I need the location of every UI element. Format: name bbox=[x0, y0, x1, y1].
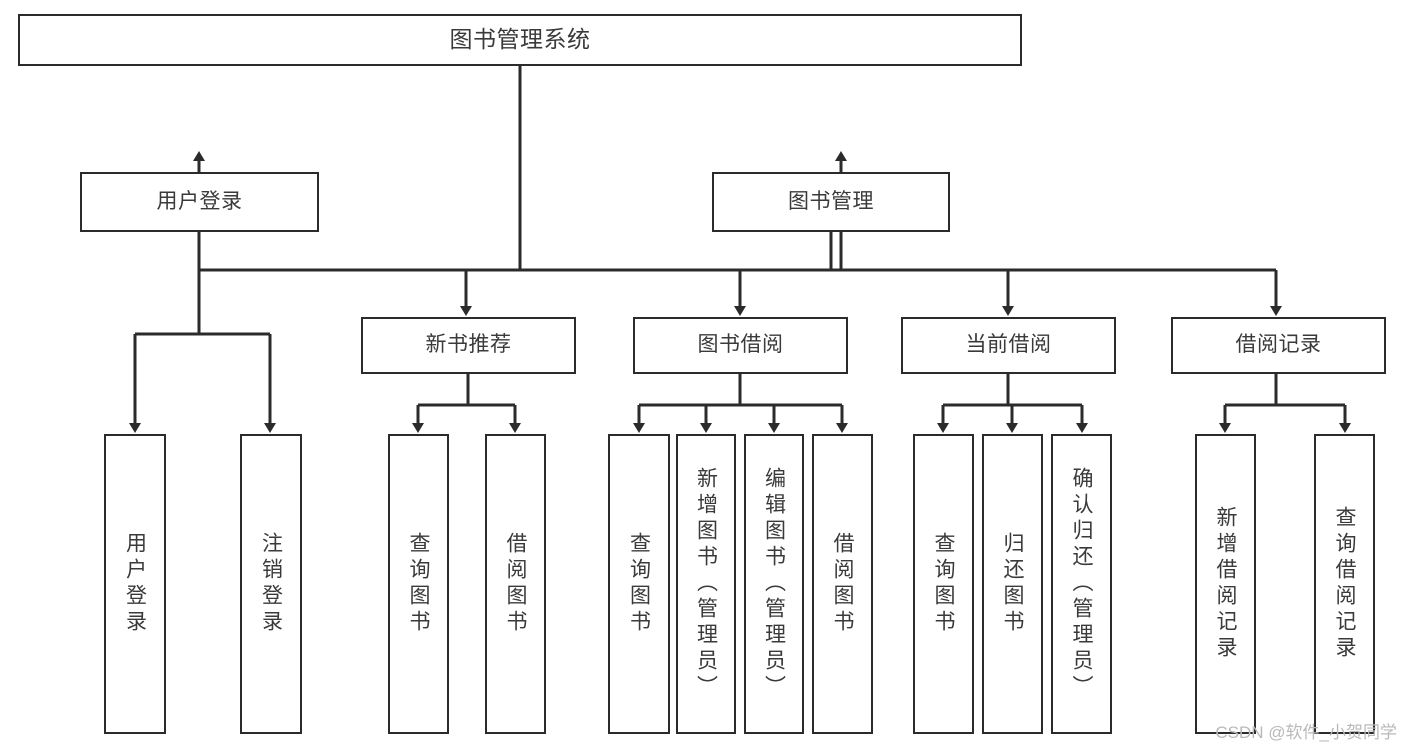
leaf-record-add-record[interactable]: 新增借阅记录 bbox=[1195, 434, 1256, 734]
node-book-borrow[interactable]: 图书借阅 bbox=[633, 317, 848, 374]
node-user-login[interactable]: 用户登录 bbox=[80, 172, 319, 232]
node-label: 借阅图书 bbox=[504, 532, 527, 636]
leaf-current-confirm-return[interactable]: 确认归还（管理员） bbox=[1051, 434, 1112, 734]
node-label: 新增图书（管理员） bbox=[694, 467, 718, 701]
leaf-borrow-add-book[interactable]: 新增图书（管理员） bbox=[676, 434, 736, 734]
leaf-borrow-borrow-book[interactable]: 借阅图书 bbox=[812, 434, 873, 734]
node-label: 确认归还（管理员） bbox=[1070, 467, 1093, 701]
node-label: 图书借阅 bbox=[697, 333, 784, 357]
node-label: 编辑图书（管理员） bbox=[762, 467, 786, 701]
leaf-current-return-book[interactable]: 归还图书 bbox=[982, 434, 1043, 734]
node-label: 注销登录 bbox=[259, 532, 283, 636]
node-current-borrow[interactable]: 当前借阅 bbox=[901, 317, 1116, 374]
node-label: 当前借阅 bbox=[965, 333, 1052, 357]
leaf-current-query-book[interactable]: 查询图书 bbox=[913, 434, 974, 734]
leaf-record-query-record[interactable]: 查询借阅记录 bbox=[1314, 434, 1375, 734]
node-label: 用户登录 bbox=[123, 532, 147, 636]
node-label: 借阅记录 bbox=[1235, 333, 1322, 357]
node-label: 查询借阅记录 bbox=[1333, 506, 1356, 662]
node-label: 归还图书 bbox=[1001, 532, 1024, 636]
node-label: 图书管理 bbox=[788, 189, 874, 213]
node-root-system[interactable]: 图书管理系统 bbox=[18, 14, 1022, 66]
csdn-watermark: CSDN @软件_小贺同学 bbox=[1215, 723, 1397, 742]
node-label: 查询图书 bbox=[932, 532, 955, 636]
node-label: 查询图书 bbox=[627, 532, 651, 636]
node-label: 图书管理系统 bbox=[449, 26, 591, 53]
node-label: 用户登录 bbox=[156, 189, 243, 213]
leaf-recommend-query-book[interactable]: 查询图书 bbox=[388, 434, 449, 734]
node-new-book-recommend[interactable]: 新书推荐 bbox=[361, 317, 576, 374]
node-borrow-record[interactable]: 借阅记录 bbox=[1171, 317, 1386, 374]
node-book-management[interactable]: 图书管理 bbox=[712, 172, 950, 232]
node-label: 新书推荐 bbox=[425, 333, 512, 357]
node-label: 新增借阅记录 bbox=[1214, 506, 1237, 662]
leaf-user-login-logout[interactable]: 注销登录 bbox=[240, 434, 302, 734]
leaf-recommend-borrow-book[interactable]: 借阅图书 bbox=[485, 434, 546, 734]
leaf-user-login-login[interactable]: 用户登录 bbox=[104, 434, 166, 734]
node-label: 借阅图书 bbox=[831, 532, 854, 636]
leaf-borrow-edit-book[interactable]: 编辑图书（管理员） bbox=[744, 434, 804, 734]
leaf-borrow-query-book[interactable]: 查询图书 bbox=[608, 434, 670, 734]
node-label: 查询图书 bbox=[407, 532, 430, 636]
